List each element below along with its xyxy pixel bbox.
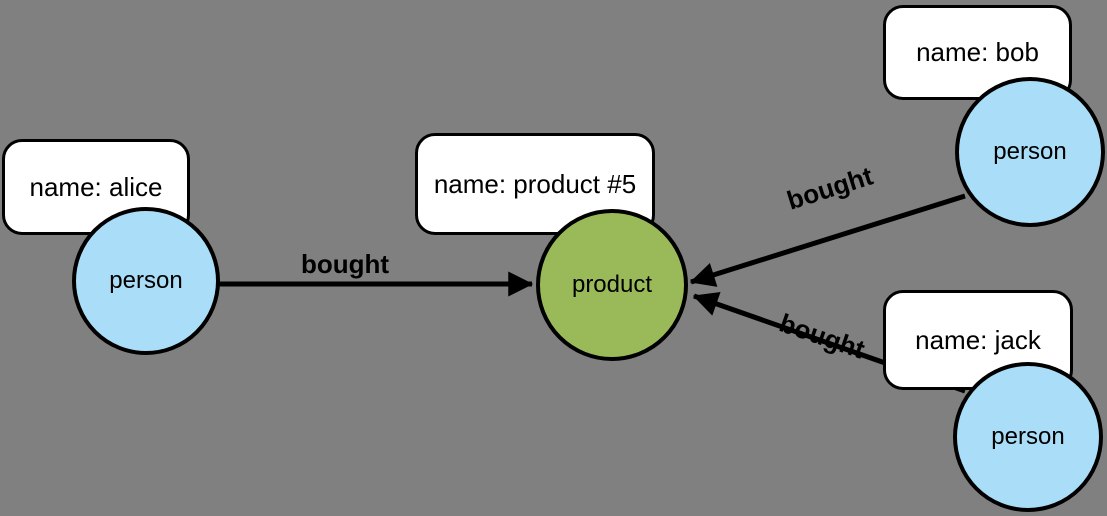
property-text-jack: name: jack: [915, 324, 1041, 355]
node-label-product: product: [571, 271, 653, 298]
node-person-alice: person: [72, 207, 220, 355]
edge-label-alice-product: bought: [300, 249, 390, 279]
node-label-jack: person: [991, 423, 1065, 450]
node-person-jack: person: [953, 362, 1103, 512]
node-label-alice: person: [109, 267, 183, 294]
node-person-bob: person: [955, 77, 1105, 227]
property-text-bob: name: bob: [916, 37, 1039, 67]
node-product: product: [536, 209, 688, 361]
node-label-bob: person: [993, 138, 1067, 165]
property-text-product: name: product #5: [433, 168, 637, 199]
edge-bob-product-arrow: [689, 193, 966, 287]
property-text-alice: name: alice: [29, 171, 163, 202]
